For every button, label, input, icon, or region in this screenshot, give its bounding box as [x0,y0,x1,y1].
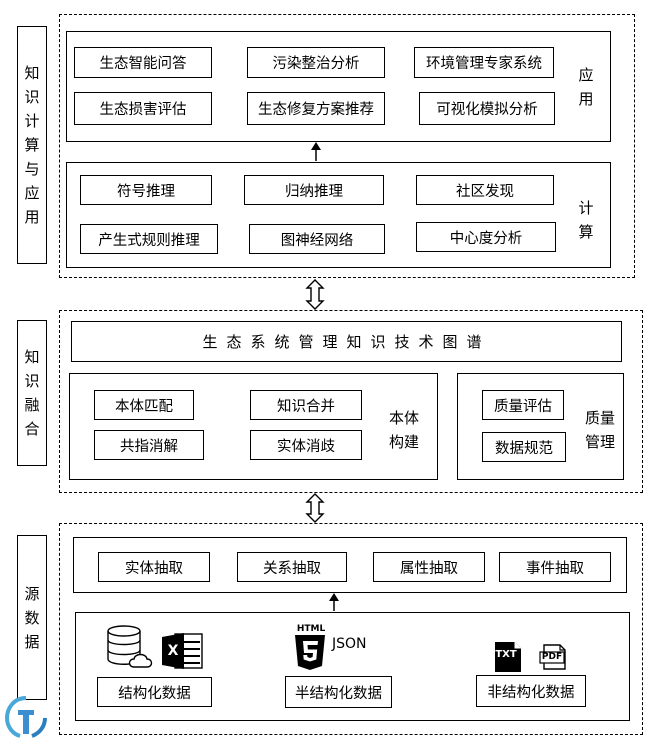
compute-item: 归纳推理 [244,175,384,205]
section-compute-app [59,14,635,278]
ontology-item: 知识合并 [250,390,362,420]
compute-panel [66,162,611,268]
html5-icon [295,635,325,670]
pdf-file-icon [539,644,566,670]
txt-file-icon [495,642,521,672]
double-arrow-top [305,279,325,310]
arrowhead-sources-to-extract [329,593,339,601]
extract-item: 实体抽取 [98,552,210,582]
txt-badge: TXT [495,649,517,660]
quality-label: 质量 管理 [584,409,615,451]
ontology-item: 实体消歧 [250,430,362,460]
compute-item: 社区发现 [416,175,554,205]
excel-icon [162,633,203,669]
apply-label: 应 用 [578,66,594,108]
compute-item: 图神经网络 [249,224,385,254]
excel-badge: X [167,643,179,659]
database-icon [107,625,153,668]
apply-item: 可视化模拟分析 [419,92,555,125]
ontology-panel [69,373,438,480]
side-label-compute-app: 知 识 计 算 与 应 用 [17,26,47,264]
arrowhead-compute-to-apply [311,142,321,150]
apply-item: 生态智能问答 [74,47,212,78]
quality-item: 质量评估 [482,390,564,420]
apply-item: 污染整治分析 [247,47,385,78]
apply-panel [66,31,611,142]
quality-panel [457,373,624,480]
ontology-item: 共指消解 [94,430,204,460]
extract-item: 事件抽取 [499,552,611,582]
double-arrow-bottom [305,493,325,523]
semi-structured-data-label: 半结构化数据 [285,676,392,708]
extract-item: 属性抽取 [373,552,485,582]
fusion-title-banner: 生态系统管理知识技术图谱 [71,321,622,362]
structured-data-label: 结构化数据 [97,677,212,707]
section-source [59,523,643,735]
ontology-item: 本体匹配 [94,390,194,420]
quality-item: 数据规范 [482,432,566,462]
apply-item: 生态修复方案推荐 [247,92,385,125]
watermark-logo-icon [4,696,47,738]
json-text: JSON [332,636,367,652]
section-fusion [59,310,643,493]
compute-item: 产生式规则推理 [80,224,218,254]
pdf-badge: PDF [541,652,563,662]
html-badge-text: HTML [296,624,326,634]
ontology-label: 本体 构建 [388,409,419,451]
unstructured-data-label: 非结构化数据 [476,675,586,707]
side-label-source: 源 数 据 [17,535,47,700]
apply-item: 生态损害评估 [74,92,212,125]
apply-item: 环境管理专家系统 [414,47,554,78]
extract-panel [73,537,627,593]
extract-item: 关系抽取 [237,552,347,582]
compute-label: 计 算 [578,199,594,241]
sources-panel [75,612,630,721]
compute-item: 中心度分析 [416,222,556,252]
side-label-fusion: 知 识 融 合 [17,320,47,466]
compute-item: 符号推理 [80,175,212,205]
